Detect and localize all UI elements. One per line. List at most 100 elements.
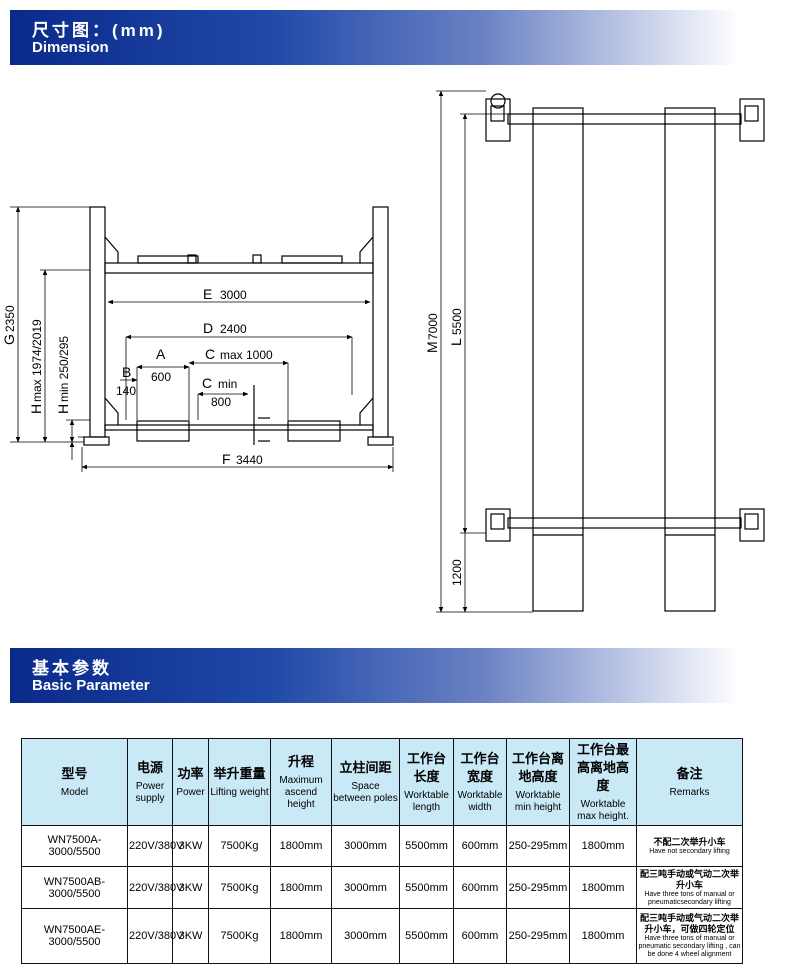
front-view — [78, 206, 394, 446]
label-h-max-sub: max 1974/2019 — [30, 319, 44, 402]
label-c-max-sub: max 1000 — [220, 348, 273, 362]
label-b-value: 140 — [116, 384, 136, 398]
front-dimensions — [10, 206, 394, 472]
cell-lifting-weight: 7500Kg — [208, 825, 271, 867]
dimension-banner: 尺寸图：(mm) Dimension — [10, 10, 740, 65]
label-l-value: 5500 — [450, 308, 464, 335]
front-crossbeam-plan — [507, 113, 742, 125]
dimension-drawing: E 3000 D 2400 A 600 B 140 C max 1000 C m… — [1, 90, 765, 613]
label-offset-value: 1200 — [450, 559, 464, 586]
cell-length: 5500mm — [399, 908, 454, 964]
cell-width: 600mm — [453, 908, 507, 964]
label-e: E — [203, 286, 212, 302]
left-column — [89, 206, 106, 438]
cell-width: 600mm — [453, 825, 507, 867]
left-runway-plan — [532, 107, 584, 612]
left-runway — [136, 420, 190, 442]
dimension-title-zh: 尺寸图：(mm) — [32, 21, 166, 40]
label-h-min-sub: min 250/295 — [57, 336, 71, 402]
cell-max-height: 1800mm — [569, 866, 637, 909]
label-d: D — [203, 320, 213, 336]
top-crossbeam — [104, 262, 374, 274]
cell-pole-space: 3000mm — [331, 908, 400, 964]
top-view — [485, 93, 765, 612]
right-runway — [287, 420, 341, 442]
cell-model: WN7500AB-3000/5500 — [21, 866, 128, 909]
table-row: WN7500AE-3000/5500 220V/380V 3KW 7500Kg … — [21, 908, 743, 964]
cell-ascend-height: 1800mm — [270, 825, 332, 867]
cell-power-supply: 220V/380V — [127, 866, 183, 909]
parameter-title-en: Basic Parameter — [32, 677, 150, 694]
label-m-value: 7000 — [426, 313, 440, 340]
cell-model: WN7500AE-3000/5500 — [21, 908, 128, 964]
right-base-plate — [367, 436, 394, 446]
cell-min-height: 250-295mm — [506, 908, 570, 964]
label-c-min: C — [202, 375, 212, 391]
cell-lifting-weight: 7500Kg — [208, 866, 271, 909]
cell-max-height: 1800mm — [569, 908, 637, 964]
label-h-max: H — [28, 404, 44, 414]
parameter-banner: 基本参数 Basic Parameter — [10, 648, 740, 703]
label-g-value: 2350 — [3, 305, 17, 332]
cell-model: WN7500A-3000/5500 — [21, 825, 128, 867]
cell-power: 3KW — [172, 866, 209, 909]
cell-pole-space: 3000mm — [331, 825, 400, 867]
column-front-right — [739, 98, 765, 142]
cell-power-supply: 220V/380V — [127, 908, 183, 964]
label-m: M — [424, 341, 440, 353]
label-c-min-value: 800 — [211, 395, 231, 409]
top-dimensions — [436, 90, 533, 613]
label-c-max: C — [205, 346, 215, 362]
label-b: B — [122, 364, 131, 380]
cell-length: 5500mm — [399, 825, 454, 867]
cell-ascend-height: 1800mm — [270, 866, 332, 909]
cell-max-height: 1800mm — [569, 825, 637, 867]
top-labels: M 7000 L 5500 1200 — [424, 308, 464, 586]
cell-lifting-weight: 7500Kg — [208, 908, 271, 964]
cell-length: 5500mm — [399, 866, 454, 909]
left-base-plate — [83, 436, 110, 446]
column-rear-left — [485, 508, 511, 542]
cell-min-height: 250-295mm — [506, 866, 570, 909]
label-f-value: 3440 — [236, 453, 263, 467]
cell-min-height: 250-295mm — [506, 825, 570, 867]
cell-width: 600mm — [453, 866, 507, 909]
label-e-value: 3000 — [220, 288, 247, 302]
parameter-title-zh: 基本参数 — [32, 659, 112, 678]
dimension-title-en: Dimension — [32, 39, 109, 56]
right-runway-plan — [664, 107, 716, 612]
label-g: G — [1, 334, 17, 345]
rear-crossbeam-plan — [507, 517, 742, 529]
label-d-value: 2400 — [220, 322, 247, 336]
label-a: A — [156, 346, 166, 362]
cell-power-supply: 220V/380V — [127, 825, 183, 867]
column-front-left — [485, 98, 511, 142]
right-column — [372, 206, 389, 438]
column-rear-right — [739, 508, 765, 542]
table-row: WN7500AB-3000/5500 220V/380V 3KW 7500Kg … — [21, 866, 743, 909]
front-labels: E 3000 D 2400 A 600 B 140 C max 1000 C m… — [1, 286, 273, 467]
label-f: F — [222, 451, 231, 467]
runway-beam — [104, 424, 374, 431]
cell-ascend-height: 1800mm — [270, 908, 332, 964]
label-c-min-sub: min — [218, 377, 237, 391]
table-row: WN7500A-3000/5500 220V/380V 3KW 7500Kg 1… — [21, 825, 743, 867]
cell-pole-space: 3000mm — [331, 866, 400, 909]
cell-power: 3KW — [172, 825, 209, 867]
label-a-value: 600 — [151, 370, 171, 384]
